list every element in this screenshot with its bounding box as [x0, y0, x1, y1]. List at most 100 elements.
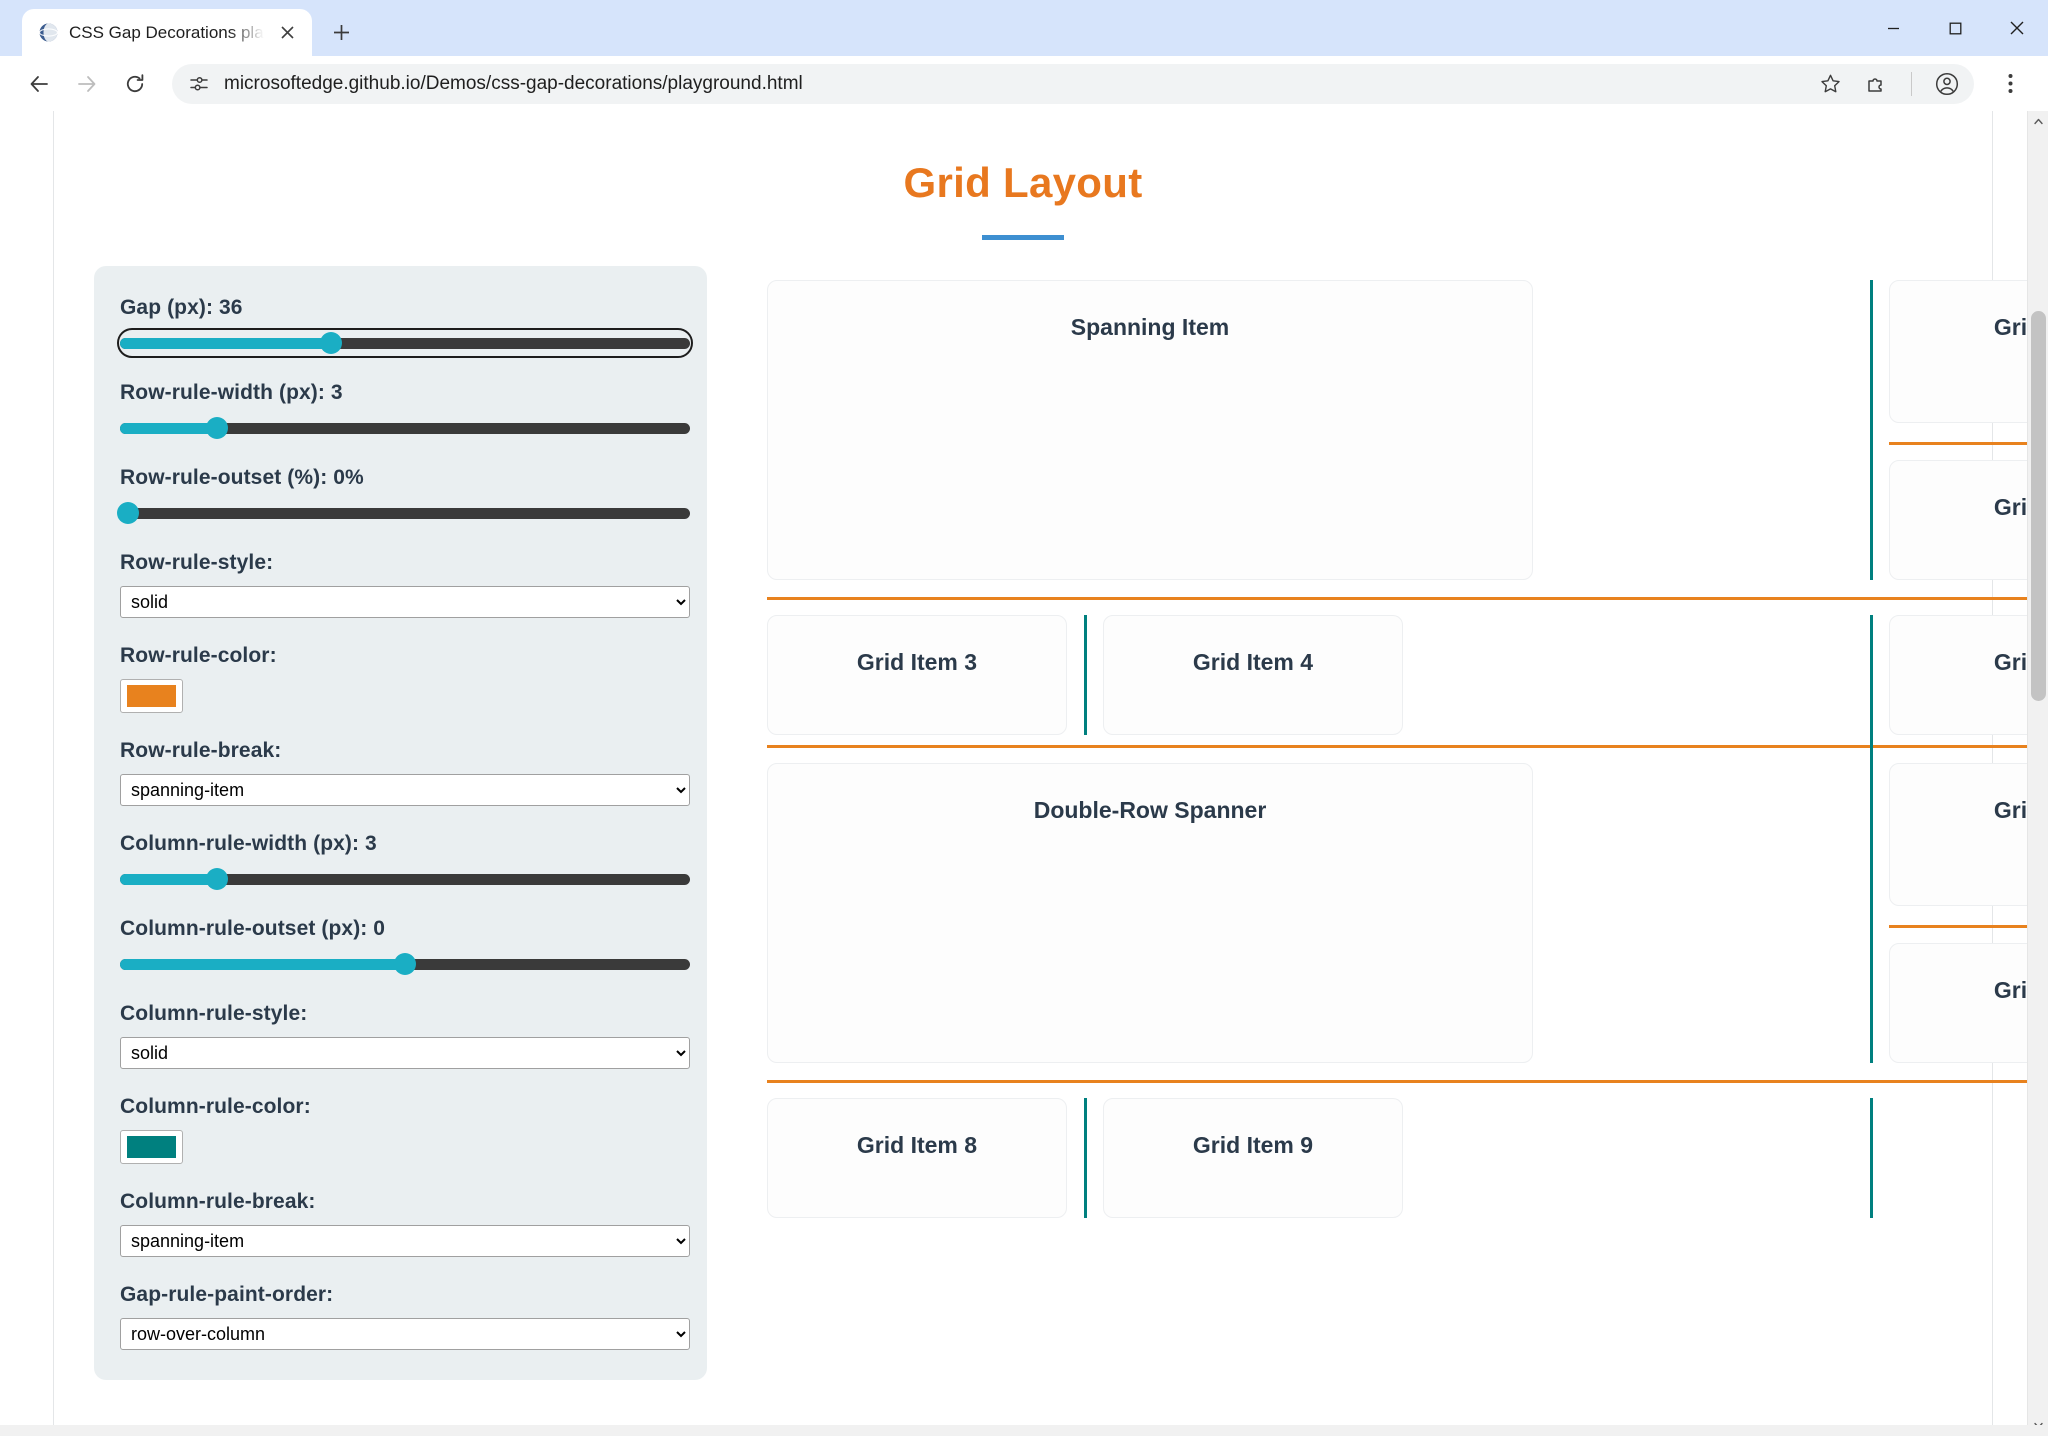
star-icon[interactable] [1813, 67, 1847, 101]
grid-item-spanning[interactable]: Spanning Item [767, 280, 1533, 581]
slider-thumb[interactable] [116, 502, 139, 525]
column-rule-4 [1084, 1098, 1087, 1219]
grid-item-1[interactable]: Grid Item 1 [1889, 280, 2048, 424]
grid-item-label: Double-Row Spanner [1033, 797, 1267, 824]
column-rule-width-slider[interactable] [120, 867, 690, 891]
slider-thumb[interactable] [205, 868, 228, 891]
profile-avatar-icon[interactable] [1930, 67, 1964, 101]
control-gap: Gap (px): 36 [117, 296, 693, 359]
grid-item-4[interactable]: Grid Item 4 [1103, 615, 1403, 736]
tab-close-icon[interactable] [274, 20, 300, 46]
browser-toolbar: microsoftedge.github.io/Demos/css-gap-de… [0, 56, 2048, 111]
slider-fill [120, 958, 405, 970]
gap-rule-paint-order-select[interactable]: row-over-column [120, 1318, 690, 1351]
url-text: microsoftedge.github.io/Demos/css-gap-de… [224, 72, 803, 94]
row-rule-1 [1889, 442, 2048, 446]
scrollbar-thumb[interactable] [2031, 311, 2046, 701]
color-swatch-fill [127, 685, 176, 708]
globe-icon [38, 22, 59, 43]
control-label: Row-rule-break: [120, 739, 282, 763]
control-label: Row-rule-color: [120, 644, 277, 668]
chevron-up-icon[interactable] [2028, 111, 2048, 132]
tab-title: CSS Gap Decorations playground [69, 22, 264, 42]
slider-track [120, 507, 690, 519]
slider-track [120, 422, 690, 434]
slider-fill [120, 422, 217, 434]
control-row-rule-color: Row-rule-color: [120, 644, 679, 714]
controls-panel: Gap (px): 36 Row-rule-width (px): 3 [94, 266, 707, 1381]
toolbar-right-group [1990, 64, 2030, 104]
control-row-rule-width: Row-rule-width (px): 3 [120, 381, 690, 440]
control-label: Row-rule-style: [120, 551, 274, 575]
new-tab-button[interactable] [322, 13, 360, 51]
control-row-rule-break: Row-rule-break: spanning-item [120, 739, 690, 807]
page-title: Grid Layout [903, 159, 1143, 207]
control-label: Column-rule-outset (px): 0 [120, 917, 386, 941]
column-rule-color-picker[interactable] [120, 1130, 183, 1165]
window-controls [1862, 0, 2048, 56]
row-rule-color-picker[interactable] [120, 679, 183, 714]
page-viewport: Grid Layout Gap (px): 36 [0, 111, 2048, 1436]
control-column-rule-style: Column-rule-style: solid [120, 1002, 690, 1070]
title-underline [982, 235, 1064, 241]
grid-item-3[interactable]: Grid Item 3 [767, 615, 1067, 736]
control-row-rule-outset: Row-rule-outset (%): 0% [116, 466, 690, 525]
grid-item-9[interactable]: Grid Item 9 [1103, 1098, 1403, 1219]
gap-slider[interactable] [117, 328, 693, 359]
grid-container: Spanning Item Grid Item 1 Grid Item 2 Gr… [767, 270, 2048, 1375]
color-swatch-fill [127, 1136, 176, 1159]
reload-icon[interactable] [114, 63, 156, 105]
browser-titlebar: CSS Gap Decorations playground [0, 0, 2048, 56]
extensions-icon[interactable] [1859, 67, 1893, 101]
control-label: Column-rule-style: [120, 1002, 308, 1026]
slider-thumb[interactable] [394, 953, 416, 976]
column-rule-1 [1870, 280, 1873, 581]
row-rule-3 [767, 745, 2048, 749]
site-settings-icon[interactable] [186, 71, 212, 97]
grid-item-8[interactable]: Grid Item 8 [767, 1098, 1067, 1219]
three-dot-menu-icon[interactable] [1990, 64, 2030, 104]
grid-item-double-row[interactable]: Double-Row Spanner [767, 763, 1533, 1064]
minimize-icon[interactable] [1862, 0, 1924, 56]
slider-thumb[interactable] [319, 332, 342, 355]
page-container: Grid Layout Gap (px): 36 [53, 111, 2048, 1436]
grid-item-label: Spanning Item [1070, 314, 1230, 341]
window-close-icon[interactable] [1986, 0, 2048, 56]
toolbar-divider [1911, 71, 1912, 96]
row-rule-break-select[interactable]: spanning-item [120, 774, 690, 807]
column-rule-break-select[interactable]: spanning-item [120, 1225, 690, 1258]
slider-track [120, 337, 690, 349]
page-scrollbar[interactable] [2027, 111, 2048, 1436]
row-rule-5 [767, 1080, 2048, 1084]
column-rule-3 [1870, 615, 1873, 1064]
column-rule-style-select[interactable]: solid [120, 1037, 690, 1070]
grid-item-6[interactable]: Grid Item 6 [1889, 763, 2048, 907]
maximize-icon[interactable] [1924, 0, 1986, 56]
row-rule-style-select[interactable]: solid [120, 586, 690, 619]
grid-item-2[interactable]: Grid Item 2 [1889, 460, 2048, 581]
browser-tab[interactable]: CSS Gap Decorations playground [22, 9, 312, 56]
grid-item-7[interactable]: Grid Item 7 [1889, 943, 2048, 1064]
grid-item-label: Grid Item 9 [1192, 1132, 1314, 1159]
control-column-rule-outset: Column-rule-outset (px): 0 [120, 917, 690, 976]
control-column-rule-width: Column-rule-width (px): 3 [120, 832, 690, 891]
grid-item-5[interactable]: Grid Item 5 [1889, 615, 2048, 736]
row-rule-2 [767, 597, 2048, 601]
row-rule-width-slider[interactable] [120, 416, 690, 440]
control-label: Gap (px): 36 [120, 296, 243, 320]
back-arrow-icon[interactable] [18, 63, 60, 105]
control-label: Row-rule-width (px): 3 [120, 381, 343, 405]
control-label: Gap-rule-paint-order: [120, 1283, 334, 1307]
address-bar[interactable]: microsoftedge.github.io/Demos/css-gap-de… [172, 63, 1974, 104]
control-label: Row-rule-outset (%): 0% [120, 466, 364, 490]
control-gap-rule-paint-order: Gap-rule-paint-order: row-over-column [120, 1283, 690, 1351]
row-rule-outset-slider[interactable] [116, 501, 690, 525]
slider-fill [120, 337, 331, 349]
control-column-rule-color: Column-rule-color: [120, 1095, 679, 1165]
control-column-rule-break: Column-rule-break: spanning-item [120, 1190, 690, 1258]
column-rule-outset-slider[interactable] [120, 952, 690, 976]
window-bottom-strip [0, 1425, 2048, 1436]
grid-item-label: Grid Item 4 [1192, 649, 1314, 676]
slider-thumb[interactable] [205, 417, 228, 440]
